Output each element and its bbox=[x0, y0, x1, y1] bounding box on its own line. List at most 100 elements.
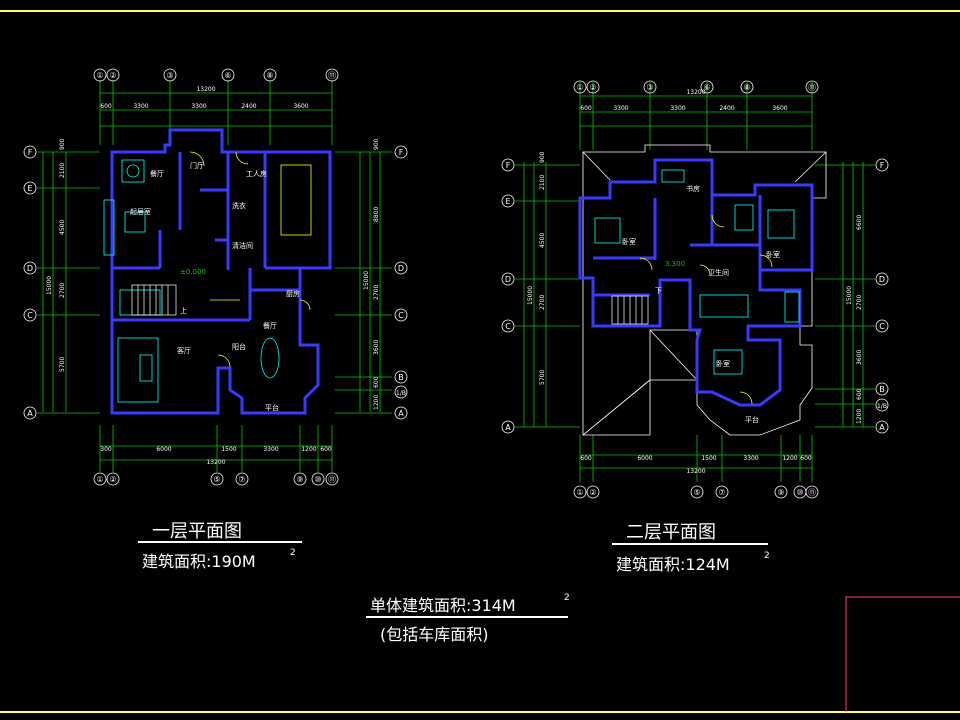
f2-right-dim: 2700 bbox=[856, 295, 863, 310]
room-label-platform: 平台 bbox=[745, 415, 759, 424]
axis-label: ⑩ bbox=[796, 488, 803, 497]
floor1-plan: 餐厅 门厅 工人房 起居室 洗衣 清洁间 厨房 餐厅 客厅 阳台 平台 上 ±0… bbox=[23, 68, 408, 486]
f1-right-dim: 900 bbox=[373, 138, 380, 150]
axis-label: ① bbox=[576, 83, 583, 92]
f1-right-dim: 600 bbox=[373, 376, 380, 388]
axis-label: ⑨ bbox=[777, 488, 784, 497]
room-label-bedroom-1: 卧室 bbox=[622, 237, 636, 246]
f1-top-dim: 3300 bbox=[191, 103, 206, 110]
f2-left-dim: 2100 bbox=[539, 175, 546, 190]
f1-right-dim: 2700 bbox=[373, 285, 380, 300]
room-label-study: 书房 bbox=[686, 184, 700, 193]
floor2-area-superscript: 2 bbox=[764, 551, 770, 561]
axis-label: 1/B bbox=[396, 390, 406, 397]
floor1-area: 建筑面积:190M bbox=[142, 552, 256, 571]
f2-left-total: 15000 bbox=[527, 286, 534, 305]
axis-label: ⑨ bbox=[296, 475, 303, 484]
floor2-plan: 书房 卧室 卧室 卫生间 卧室 平台 3.300 下 13200 600 330… bbox=[501, 80, 889, 499]
total-area-superscript: 2 bbox=[564, 593, 570, 603]
f1-top-dim: 3300 bbox=[133, 103, 148, 110]
f2-right-dim: 3600 bbox=[856, 350, 863, 365]
floor1-dimension-texts: 13200 600 3300 3300 2400 3600 300 6000 1… bbox=[100, 86, 332, 466]
f2-bottom-dim: 3300 bbox=[743, 455, 758, 462]
f2-top-dim: 2400 bbox=[719, 105, 734, 112]
f2-right-total: 15000 bbox=[846, 286, 853, 305]
floor1-dimension-lines bbox=[37, 80, 392, 472]
floor2-dimension-lines bbox=[515, 82, 875, 482]
f1-top-total: 13200 bbox=[196, 86, 215, 93]
f2-bottom-dim: 1200 bbox=[782, 455, 797, 462]
f2-left-dim: 2700 bbox=[539, 295, 546, 310]
f1-left-dim: 4500 bbox=[59, 220, 66, 235]
axis-label: ⑧ bbox=[743, 83, 750, 92]
f1-left-total: 15000 bbox=[46, 276, 53, 295]
elevation-label: 3.300 bbox=[665, 260, 685, 268]
axis-label: ② bbox=[589, 83, 596, 92]
f1-left-dim: 5700 bbox=[59, 357, 66, 372]
floor2-title: 二层平面图 bbox=[626, 522, 716, 543]
floor2-axis-bubbles bbox=[501, 80, 889, 499]
axis-label: F bbox=[506, 161, 511, 170]
stair-label-up: 上 bbox=[180, 306, 187, 315]
f1-top-dim: 3600 bbox=[293, 103, 308, 110]
f2-bottom-dim: 600 bbox=[800, 455, 812, 462]
axis-label: F bbox=[28, 148, 33, 157]
axis-label: ⑧ bbox=[266, 71, 273, 80]
floor2-vertical-dimension-texts: 900 2100 4500 2700 5700 15000 6600 2700 … bbox=[527, 151, 863, 424]
f2-top-dim: 600 bbox=[580, 105, 592, 112]
axis-label: ⑤ bbox=[213, 475, 220, 484]
floor1-axis-bubbles bbox=[23, 68, 408, 486]
f1-top-dim: 600 bbox=[100, 103, 112, 110]
room-label-servant: 工人房 bbox=[246, 169, 267, 178]
f2-right-dim: 6600 bbox=[856, 215, 863, 230]
axis-label: ① bbox=[96, 475, 103, 484]
axis-label: B bbox=[879, 385, 885, 394]
room-label-kitchen: 厨房 bbox=[286, 289, 300, 298]
room-label-cleaning: 清洁间 bbox=[232, 241, 253, 250]
f2-top-total: 13200 bbox=[686, 89, 705, 96]
floor2-room-labels: 书房 卧室 卧室 卫生间 卧室 平台 3.300 下 bbox=[622, 184, 780, 424]
room-label-hall: 客厅 bbox=[177, 346, 191, 355]
f1-bottom-dim: 300 bbox=[100, 446, 112, 453]
room-label-platform: 平台 bbox=[265, 403, 279, 412]
axis-label: ② bbox=[589, 488, 596, 497]
f2-top-dim: 3300 bbox=[613, 105, 628, 112]
floor2-walls bbox=[578, 158, 814, 407]
total-area: 单体建筑面积:314M bbox=[370, 596, 516, 615]
room-label-dining-2: 餐厅 bbox=[263, 321, 277, 330]
floor2-axis-labels: ① ② ③ ⑥ ⑧ ⑪ ① ② ⑤ ⑦ ⑨ ⑩ ⑪ F E D C A F D … bbox=[505, 83, 887, 497]
floor1-room-labels: 餐厅 门厅 工人房 起居室 洗衣 清洁间 厨房 餐厅 客厅 阳台 平台 上 ±0… bbox=[130, 161, 300, 412]
axis-label: F bbox=[880, 161, 885, 170]
axis-label: C bbox=[398, 311, 404, 320]
title-block-corner bbox=[845, 596, 960, 712]
floor2-doors bbox=[639, 214, 773, 405]
axis-label: ⑩ bbox=[314, 475, 321, 484]
floor1-stair bbox=[131, 284, 177, 316]
f2-left-dim: 900 bbox=[539, 151, 546, 163]
f2-right-dim: 1200 bbox=[856, 409, 863, 424]
room-label-living-room: 起居室 bbox=[130, 207, 151, 216]
f1-right-dim: 1200 bbox=[373, 395, 380, 410]
f2-left-dim: 5700 bbox=[539, 370, 546, 385]
f1-right-dim: 3600 bbox=[373, 340, 380, 355]
floor2-dimension-texts: 13200 600 3300 3300 2400 3600 600 6000 1… bbox=[580, 89, 812, 475]
floor1-area-superscript: 2 bbox=[290, 548, 296, 558]
room-label-balcony: 阳台 bbox=[232, 342, 246, 351]
f1-bottom-dim: 3300 bbox=[263, 446, 278, 453]
axis-label: ⑦ bbox=[238, 475, 245, 484]
room-label-bedroom-3: 卧室 bbox=[716, 359, 730, 368]
f1-bottom-dim: 1500 bbox=[221, 446, 236, 453]
floor1-doors bbox=[189, 151, 311, 368]
room-label-laundry: 洗衣 bbox=[232, 201, 246, 210]
axis-label: A bbox=[879, 423, 885, 432]
axis-label: C bbox=[505, 322, 511, 331]
room-label-bathroom: 卫生间 bbox=[708, 268, 729, 277]
f1-left-dim: 2100 bbox=[59, 163, 66, 178]
f1-left-dim: 900 bbox=[59, 138, 66, 150]
f2-bottom-dim: 600 bbox=[580, 455, 592, 462]
axis-label: ⑥ bbox=[224, 71, 231, 80]
total-area-note: (包括车库面积) bbox=[380, 625, 489, 644]
f2-right-dim: 600 bbox=[856, 388, 863, 400]
axis-label: ⑪ bbox=[328, 71, 336, 80]
room-label-dining-1: 餐厅 bbox=[150, 169, 164, 178]
